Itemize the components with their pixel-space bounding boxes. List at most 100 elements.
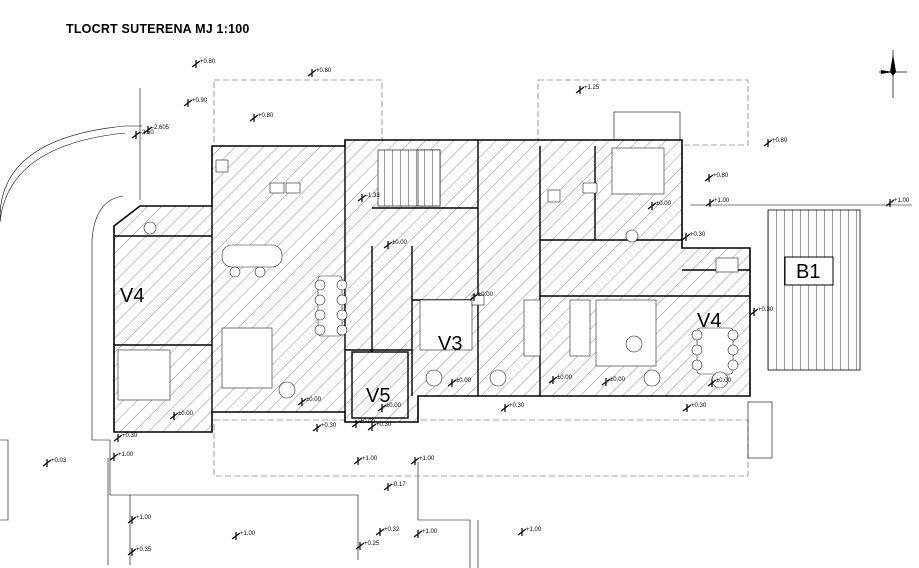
level-marker: -2.605 bbox=[143, 125, 170, 134]
level-marker-label: +1.00 bbox=[422, 529, 438, 535]
level-marker: ±0.00 bbox=[601, 377, 626, 386]
level-marker-label: ±0.00 bbox=[716, 378, 732, 384]
level-marker-label: +1.00 bbox=[136, 515, 152, 521]
staircase bbox=[377, 149, 441, 207]
level-marker-label: ±0.00 bbox=[557, 375, 573, 381]
level-marker-label: +0.80 bbox=[316, 68, 332, 74]
level-marker-label: +0.80 bbox=[772, 138, 788, 144]
level-marker-icon bbox=[357, 194, 367, 202]
level-marker: ±0.00 bbox=[383, 240, 408, 249]
level-marker-icon bbox=[383, 483, 393, 491]
level-marker-icon bbox=[383, 241, 393, 249]
level-marker-icon bbox=[109, 453, 119, 461]
level-marker-label: -0.17 bbox=[392, 482, 406, 488]
area-b1-pattern bbox=[767, 209, 861, 371]
level-marker-icon bbox=[647, 202, 657, 210]
level-marker-icon bbox=[413, 530, 423, 538]
level-marker-label: +0.30 bbox=[376, 422, 392, 428]
exterior-path-south bbox=[417, 462, 479, 568]
level-marker-icon bbox=[682, 404, 692, 412]
level-marker-icon bbox=[885, 199, 895, 207]
level-marker: +0.32 bbox=[375, 527, 400, 536]
level-marker-label: +0.80 bbox=[200, 59, 216, 65]
level-marker-icon bbox=[517, 528, 527, 536]
level-marker-label: +0.03 bbox=[51, 458, 67, 464]
level-marker-icon bbox=[249, 114, 259, 122]
level-marker-label: +1.25 bbox=[584, 85, 600, 91]
level-marker-label: ±0.00 bbox=[386, 403, 402, 409]
level-marker-icon bbox=[410, 457, 420, 465]
level-marker-icon bbox=[355, 542, 365, 550]
level-marker: ±0.00 bbox=[647, 201, 672, 210]
roof-outline-south bbox=[213, 419, 749, 477]
path-left bbox=[92, 439, 140, 496]
level-marker: +0.90 bbox=[183, 98, 208, 107]
level-markers: +0.80+0.90+0.80+0.80+1.25+0.80+0.80+1.00… bbox=[42, 59, 910, 556]
level-marker-label: -2.50 bbox=[140, 130, 154, 136]
level-marker: +0.30 bbox=[682, 403, 707, 412]
level-marker-icon bbox=[548, 376, 558, 384]
level-marker-icon bbox=[704, 174, 714, 182]
level-marker-icon bbox=[707, 379, 717, 387]
level-marker: +0.80 bbox=[249, 113, 274, 122]
level-marker-icon bbox=[353, 457, 363, 465]
level-marker-label: +0.30 bbox=[509, 403, 525, 409]
level-marker-icon bbox=[297, 398, 307, 406]
level-marker: +0.80 bbox=[191, 59, 216, 68]
level-marker-icon bbox=[749, 308, 759, 316]
level-marker: +1.00 bbox=[885, 198, 910, 207]
level-marker: +0.30 bbox=[500, 403, 525, 412]
level-marker-icon bbox=[127, 516, 137, 524]
level-marker-icon bbox=[231, 532, 241, 540]
level-marker: -1.33 bbox=[357, 193, 380, 202]
level-marker: +0.30 bbox=[681, 232, 706, 241]
level-marker: +1.00 bbox=[517, 527, 542, 536]
level-marker: ±0.00 bbox=[447, 378, 472, 387]
level-marker-label: +1.00 bbox=[362, 456, 378, 462]
level-marker: ±0.00 bbox=[351, 419, 376, 428]
level-marker: +0.30 bbox=[749, 307, 774, 316]
level-marker: +1.00 bbox=[705, 198, 730, 207]
level-marker: ±0.00 bbox=[707, 378, 732, 387]
level-marker-label: +0.30 bbox=[690, 232, 706, 238]
left-edge-line bbox=[0, 439, 9, 521]
level-marker-label: -2.605 bbox=[152, 125, 170, 131]
level-marker: ±0.00 bbox=[169, 411, 194, 420]
terrain-curve-inner bbox=[0, 132, 126, 223]
level-marker: +1.00 bbox=[127, 515, 152, 524]
level-marker-icon bbox=[500, 404, 510, 412]
level-marker-label: +0.80 bbox=[258, 113, 274, 119]
level-marker-icon bbox=[169, 412, 179, 420]
entry-curve bbox=[91, 195, 124, 440]
level-marker: +0.35 bbox=[127, 547, 152, 556]
unit-label-v4-left: V4 bbox=[120, 285, 144, 307]
level-marker: +1.00 bbox=[231, 531, 256, 540]
level-marker-icon bbox=[601, 378, 611, 386]
level-marker-icon bbox=[469, 293, 479, 301]
level-marker-label: +0.32 bbox=[384, 527, 400, 533]
level-marker-icon bbox=[705, 199, 715, 207]
level-marker: +0.25 bbox=[355, 541, 380, 550]
level-marker-label: ±0.00 bbox=[610, 377, 626, 383]
furniture bbox=[117, 147, 739, 401]
level-marker-label: +0.25 bbox=[364, 541, 380, 547]
roof-outline-left bbox=[213, 79, 383, 151]
unit-label-v5: V5 bbox=[366, 385, 390, 407]
level-marker-label: +1.00 bbox=[526, 527, 542, 533]
terrain-curve-outer bbox=[0, 125, 142, 219]
level-marker-icon bbox=[351, 420, 361, 428]
level-marker-label: ±0.00 bbox=[656, 201, 672, 207]
level-marker-label: +1.00 bbox=[714, 198, 730, 204]
level-marker: ±0.00 bbox=[469, 292, 494, 301]
unit-label-v4-right: V4 bbox=[697, 310, 721, 332]
level-marker-icon bbox=[447, 379, 457, 387]
level-marker-label: ±0.00 bbox=[360, 419, 376, 425]
unit-label-v3: V3 bbox=[438, 333, 462, 355]
level-marker-icon bbox=[191, 60, 201, 68]
unit-v5-room bbox=[351, 351, 409, 419]
area-label-b1: B1 bbox=[796, 261, 820, 283]
level-marker: ±0.00 bbox=[548, 375, 573, 384]
level-marker-label: ±0.00 bbox=[456, 378, 472, 384]
